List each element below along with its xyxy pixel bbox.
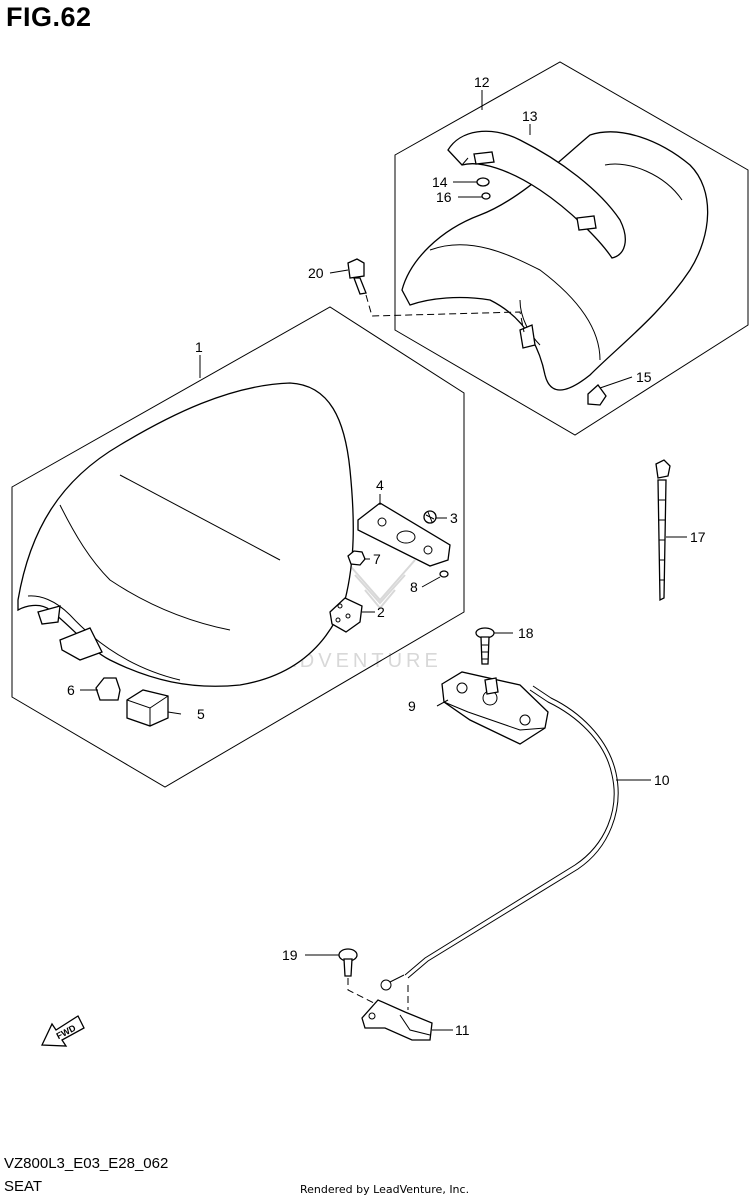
part-7-nut[interactable] — [347, 550, 366, 566]
callout-20: 20 — [308, 265, 324, 281]
callout-18: 18 — [518, 625, 534, 641]
part-14-washer[interactable] — [476, 177, 490, 187]
callout-4: 4 — [376, 477, 384, 493]
callout-5: 5 — [197, 706, 205, 722]
figure-title: FIG.62 — [6, 2, 92, 32]
rear-seat-group-box — [394, 61, 749, 436]
part-3-damper[interactable] — [423, 510, 437, 524]
callout-15: 15 — [636, 369, 652, 385]
callout-9: 9 — [408, 698, 416, 714]
part-15-cushion[interactable] — [587, 384, 607, 406]
part-5-block[interactable] — [126, 689, 169, 727]
section-name: SEAT — [4, 1178, 43, 1195]
part-16-nut[interactable] — [481, 192, 491, 200]
part-4-bracket[interactable] — [357, 502, 451, 567]
callout-labels: 1 2 3 4 5 6 7 8 9 10 11 12 13 14 15 16 1… — [67, 74, 706, 1038]
part-11-bracket[interactable] — [361, 985, 433, 1041]
callout-19: 19 — [282, 947, 298, 963]
callout-11: 11 — [455, 1022, 470, 1038]
callout-13: 13 — [522, 108, 538, 124]
callout-2: 2 — [377, 604, 385, 620]
part-19-screw[interactable] — [338, 948, 379, 1006]
callout-7: 7 — [373, 551, 381, 567]
part-10-cable[interactable] — [380, 685, 619, 991]
callout-3: 3 — [450, 510, 458, 526]
part-20-bolt[interactable] — [347, 258, 525, 333]
callout-8: 8 — [410, 579, 418, 595]
callout-12: 12 — [474, 74, 490, 90]
rendered-by-credit: Rendered by LeadVenture, Inc. — [300, 1183, 470, 1196]
callout-14: 14 — [432, 174, 448, 190]
front-seat[interactable] — [17, 382, 354, 687]
callout-16: 16 — [436, 189, 452, 205]
part-18-screw[interactable] — [475, 627, 495, 665]
part-17-strap[interactable] — [655, 459, 671, 602]
callout-17: 17 — [690, 529, 706, 545]
callout-10: 10 — [654, 772, 670, 788]
front-seat-group-box — [11, 306, 465, 788]
callout-1: 1 — [195, 339, 203, 355]
part-6-cushion[interactable] — [95, 677, 121, 701]
part-9-seat-lock[interactable] — [441, 671, 549, 745]
callout-6: 6 — [67, 682, 75, 698]
leader-lines — [80, 90, 687, 1031]
model-code: VZ800L3_E03_E28_062 — [4, 1155, 169, 1172]
fwd-arrow-icon: FWD — [40, 1015, 85, 1047]
part-8-washer[interactable] — [439, 570, 449, 578]
part-2-clip[interactable] — [329, 597, 363, 633]
part-13-grab-handle[interactable] — [447, 130, 626, 259]
